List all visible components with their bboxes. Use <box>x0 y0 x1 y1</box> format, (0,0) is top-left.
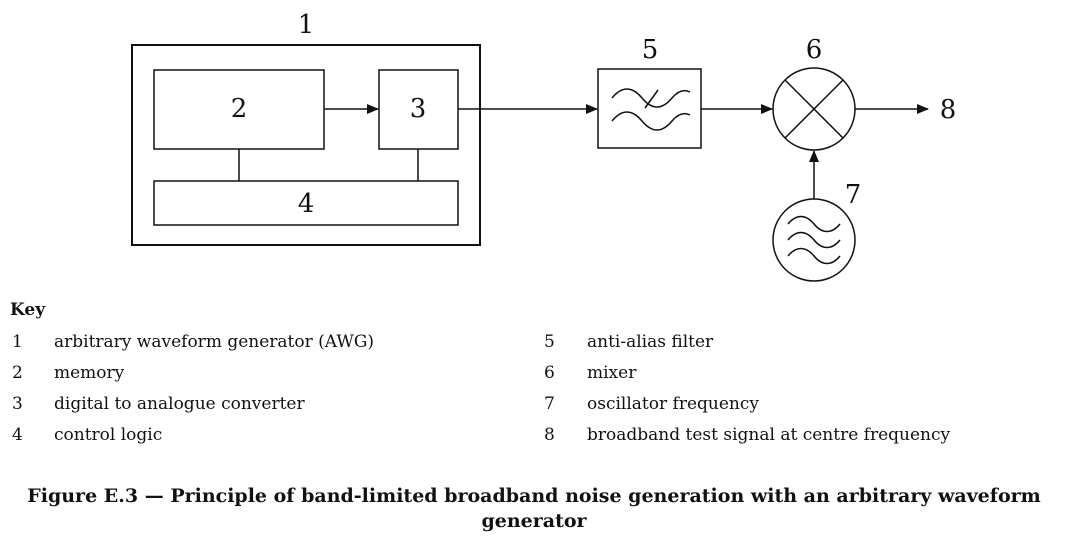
key-item-number: 6 <box>544 363 555 383</box>
awg-box <box>131 44 481 246</box>
key-title: Key <box>10 300 46 320</box>
oscillator-icon <box>772 198 856 282</box>
filter-symbol-icon <box>611 88 691 131</box>
key-item-number: 7 <box>544 394 555 414</box>
filter-block <box>597 68 702 149</box>
key-item-text: digital to analogue converter <box>54 394 305 414</box>
key-item-text: arbitrary waveform generator (AWG) <box>54 332 375 352</box>
filter-label: 5 <box>642 35 659 65</box>
control-logic-block <box>153 180 459 226</box>
key-item-text: memory <box>54 363 125 383</box>
key-item-number: 1 <box>12 332 23 352</box>
mixer-label: 6 <box>806 35 823 65</box>
key-item-text: oscillator frequency <box>587 394 759 414</box>
mixer-icon <box>772 67 856 151</box>
output-label: 8 <box>940 95 957 125</box>
block-diagram: 1 2 3 4 5 6 8 7 <box>131 10 957 282</box>
key-item-text: control logic <box>54 425 163 445</box>
key-item-number: 4 <box>12 425 23 445</box>
dac-label: 3 <box>410 94 427 124</box>
key-item-text: anti-alias filter <box>587 332 714 352</box>
key-item-text: mixer <box>587 363 637 383</box>
awg-label: 1 <box>298 10 315 40</box>
oscillator-label: 7 <box>845 180 862 210</box>
control-logic-label: 4 <box>298 189 315 219</box>
key-item-number: 3 <box>12 394 23 414</box>
figure-caption-line1: Figure E.3 — Principle of band-limited b… <box>27 485 1041 507</box>
key-item-number: 5 <box>544 332 555 352</box>
key-item-text: broadband test signal at centre frequenc… <box>587 425 951 445</box>
key-item-number: 2 <box>12 363 23 383</box>
figure-caption: Figure E.3 — Principle of band-limited b… <box>0 484 1068 534</box>
memory-label: 2 <box>231 94 248 124</box>
key-item-number: 8 <box>544 425 555 445</box>
figure-caption-line2: generator <box>481 510 587 532</box>
